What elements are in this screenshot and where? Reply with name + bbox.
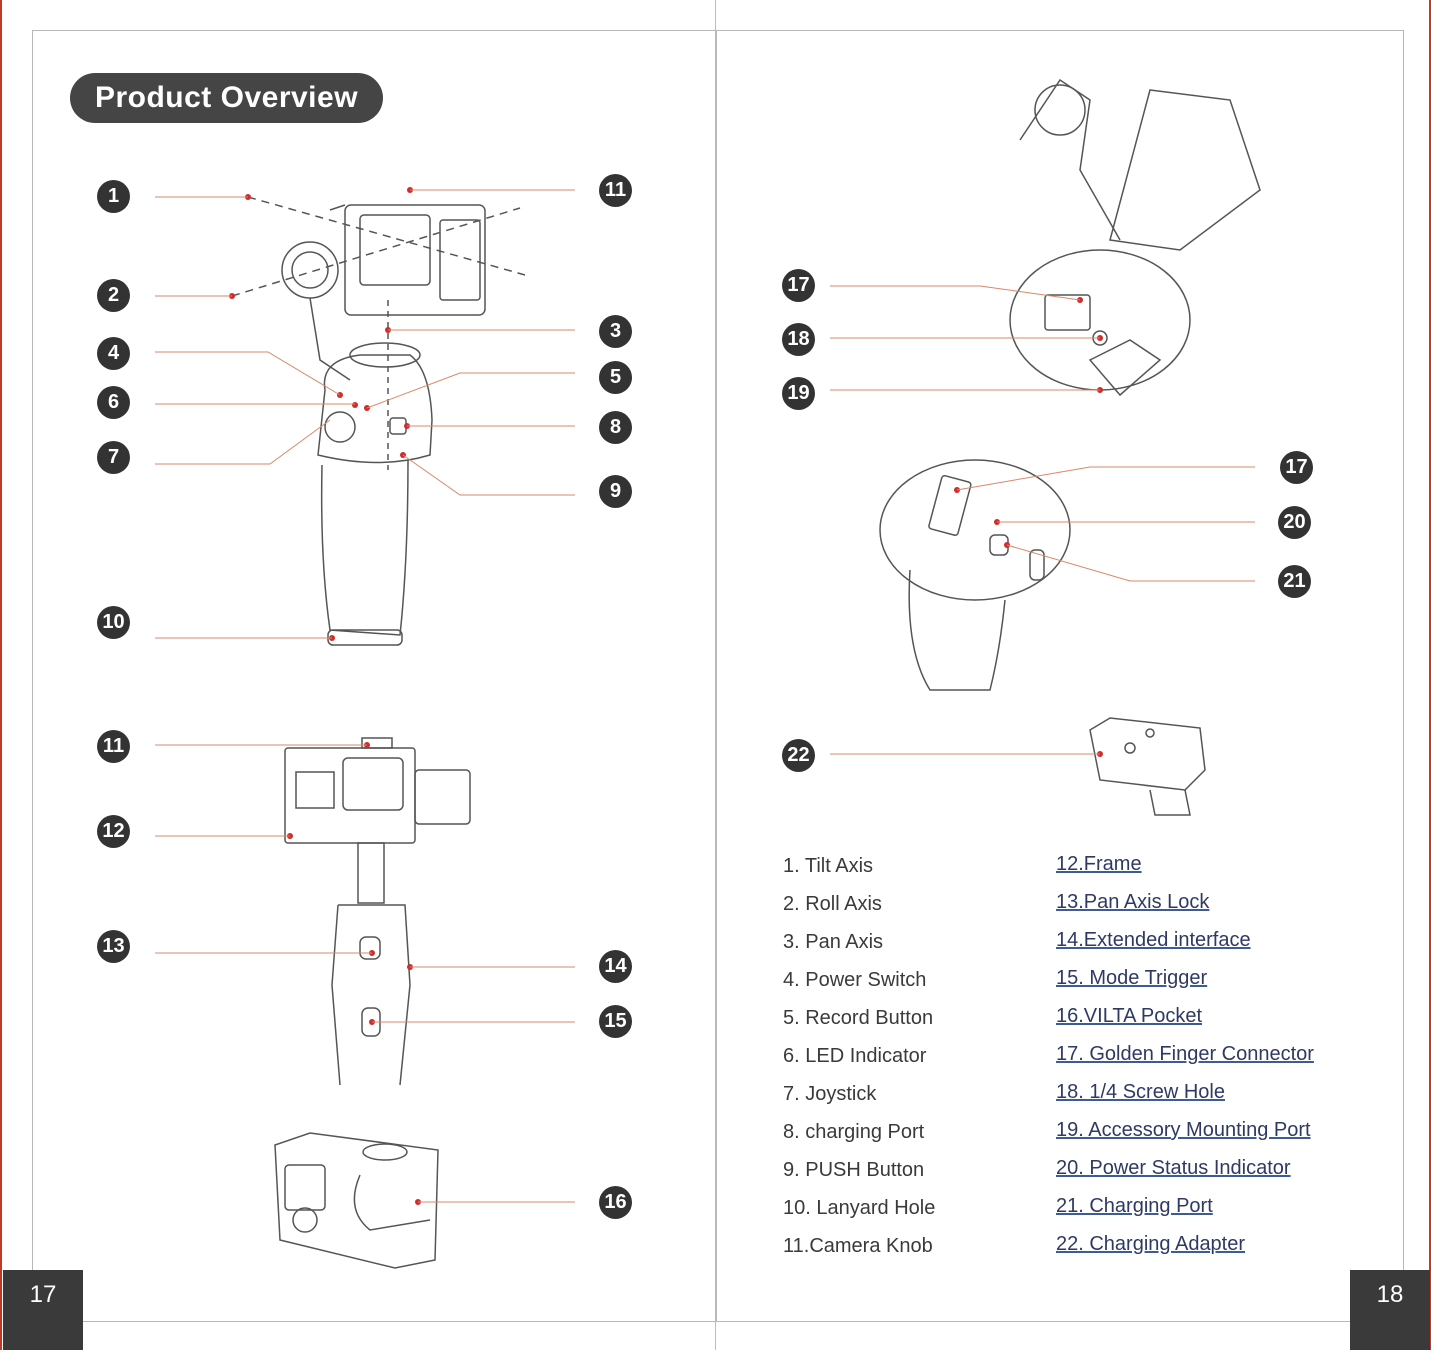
legend-item: 14.Extended interface [1056, 929, 1251, 951]
legend-item: 6. LED Indicator [783, 1045, 927, 1067]
legend-item: 4. Power Switch [783, 969, 927, 991]
right-page-frame [716, 30, 1404, 1322]
callout-badge-10: 10 [97, 606, 130, 639]
legend-item: 10. Lanyard Hole [783, 1197, 936, 1219]
legend-item: 1. Tilt Axis [783, 855, 874, 877]
callout-badge-9: 9 [599, 475, 632, 508]
legend-item: 19. Accessory Mounting Port [1056, 1119, 1311, 1141]
callout-dots [229, 187, 1103, 1205]
legend-item: 20. Power Status Indicator [1056, 1157, 1291, 1179]
callout-badge-7: 7 [97, 441, 130, 474]
page-number-left: 17 [3, 1270, 83, 1350]
callout-badge-15: 15 [599, 1005, 632, 1038]
legend-item: 7. Joystick [783, 1083, 877, 1105]
callout-badge-20: 20 [1278, 506, 1311, 539]
callout-badge-5: 5 [599, 361, 632, 394]
legend-item: 5. Record Button [783, 1007, 934, 1029]
callout-badge-13: 13 [97, 930, 130, 963]
callout-badge-22: 22 [782, 739, 815, 772]
callout-badge-1: 1 [97, 180, 130, 213]
left-page-edge [0, 0, 2, 1350]
legend-item: 18. 1/4 Screw Hole [1056, 1081, 1225, 1103]
gimbal-underside-illustration [1009, 78, 1261, 397]
callout-badge-17: 17 [782, 269, 815, 302]
callout-badge-14: 14 [599, 950, 632, 983]
legend-item: 12.Frame [1056, 853, 1142, 875]
parts-legend-column-2: 12.Frame 13.Pan Axis Lock 14.Extended in… [1056, 850, 1314, 1268]
legend-item: 2. Roll Axis [783, 893, 882, 915]
legend-item: 22. Charging Adapter [1056, 1233, 1246, 1255]
callout-badge-4: 4 [97, 337, 130, 370]
page-title: Product Overview [70, 73, 383, 123]
legend-item: 17. Golden Finger Connector [1056, 1043, 1314, 1065]
callout-badge-18: 18 [782, 323, 815, 356]
gimbal-front-illustration [231, 196, 526, 646]
callout-badge-12: 12 [97, 815, 130, 848]
callout-badge-8: 8 [599, 411, 632, 444]
callout-badge-3: 3 [599, 315, 632, 348]
legend-item: 16.VILTA Pocket [1056, 1005, 1203, 1027]
right-page-edge [1429, 0, 1431, 1350]
charging-adapter-illustration [1089, 717, 1206, 816]
leader-lines [155, 189, 1255, 1203]
legend-item: 11.Camera Knob [783, 1235, 933, 1257]
callout-badge-17-base: 17 [1280, 451, 1313, 484]
callout-badge-16: 16 [599, 1186, 632, 1219]
legend-item: 13.Pan Axis Lock [1056, 891, 1210, 913]
legend-item: 9. PUSH Button [783, 1159, 925, 1181]
gutter-line [715, 0, 716, 1350]
callout-badge-6: 6 [97, 386, 130, 419]
page-number-right: 18 [1350, 1270, 1430, 1350]
vilta-pocket-illustration [274, 1132, 439, 1269]
callout-badge-21: 21 [1278, 565, 1311, 598]
callout-badge-19: 19 [782, 377, 815, 410]
legend-item: 8. charging Port [783, 1121, 925, 1143]
parts-legend-column-1: 1. Tilt Axis 2. Roll Axis 3. Pan Axis 4.… [783, 852, 935, 1270]
callout-badge-11: 11 [599, 174, 632, 207]
handle-base-illustration [879, 459, 1071, 691]
legend-item: 21. Charging Port [1056, 1195, 1213, 1217]
legend-item: 3. Pan Axis [783, 931, 884, 953]
callout-badge-2: 2 [97, 279, 130, 312]
gimbal-side-illustration [284, 737, 471, 1086]
legend-item: 15. Mode Trigger [1056, 967, 1208, 989]
callout-badge-11-lower: 11 [97, 730, 130, 763]
